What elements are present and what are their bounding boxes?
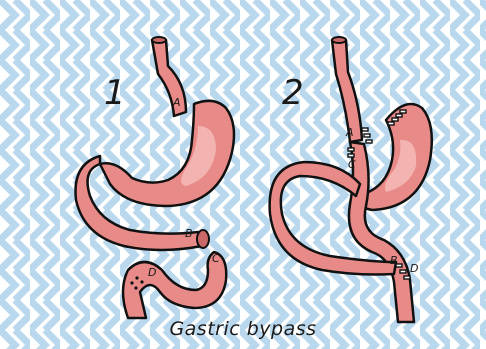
label-b-right: B (390, 254, 398, 267)
label-a-right: A (345, 126, 354, 139)
label-a-left: A (172, 96, 181, 109)
step-label-2: 2 (282, 73, 304, 113)
label-d-right: D (410, 262, 418, 275)
esophagus-top-left (152, 37, 166, 43)
label-d-left: D (148, 266, 156, 279)
cut-end-b-left (197, 230, 209, 248)
esophagus-top-right (332, 37, 346, 43)
label-b-left: B (185, 227, 193, 240)
diagram-caption: Gastric bypass (0, 318, 486, 340)
label-c-right: C (348, 158, 356, 171)
step-label-1: 1 (104, 73, 126, 113)
label-c-left: C (212, 252, 220, 265)
